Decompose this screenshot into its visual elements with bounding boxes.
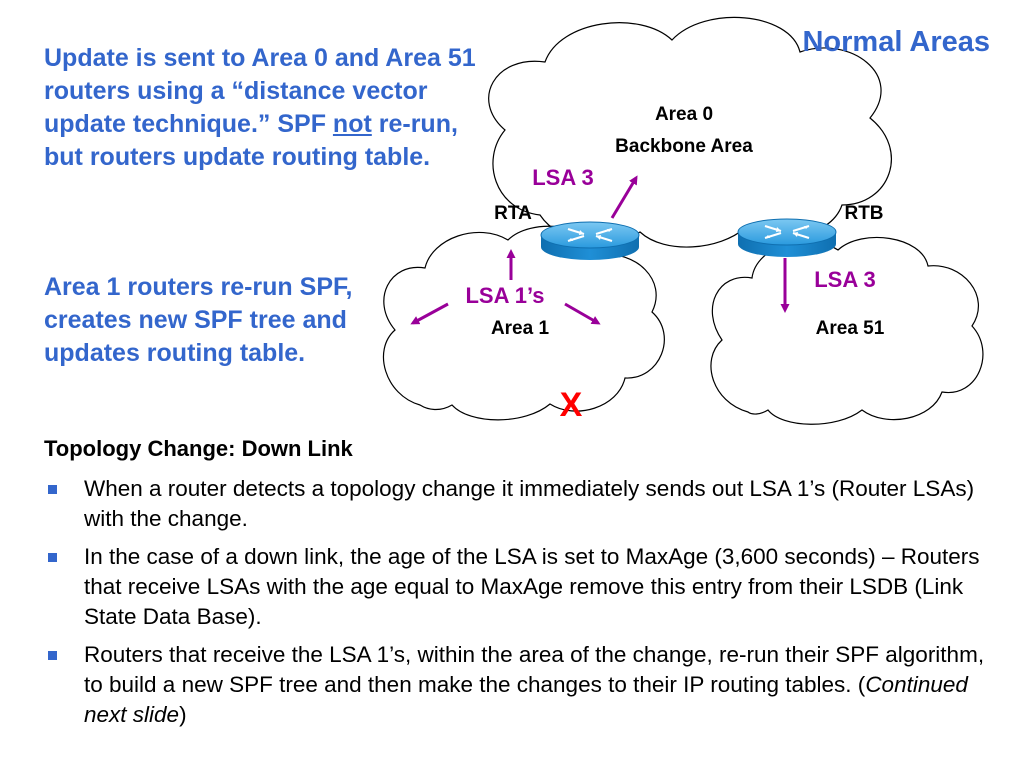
area0-label: Area 0 [655,104,713,125]
lsa3-up-arrow [610,175,638,219]
bullet-square-icon [48,651,57,660]
lsa1-right-arrow [564,302,601,325]
slide-title: Normal Areas [802,26,990,58]
lsa1-left-arrow [410,302,449,325]
area1-label: Area 1 [491,318,550,339]
bullet-square-icon [48,485,57,494]
lsa3-right-label: LSA 3 [814,267,876,292]
lsa-arrows [410,175,790,325]
bullet-text: Routers that receive the LSA 1’s, within… [84,642,985,697]
area1-note: Area 1 routers re-run SPF, creates new S… [44,273,353,367]
bullet-list: When a router detects a topology change … [44,474,1004,738]
bullet-text: In the case of a down link, the age of t… [84,544,980,629]
bullet-item: In the case of a down link, the age of t… [44,542,1004,632]
update-note-part1: Update is sent to Area 0 and Area 51 rou… [44,44,476,138]
update-note-part2: re-run, but routers update routing table… [44,110,458,171]
lsa3-top-label: LSA 3 [532,165,594,190]
section-heading: Topology Change: Down Link [44,436,353,461]
bullet-tail-text: ) [179,702,187,727]
bullet-italic-text: Continued next slide [84,672,968,727]
area51-cloud [710,236,984,425]
down-link-mark: X [560,386,583,424]
bullet-item: Routers that receive the LSA 1’s, within… [44,640,1004,730]
rta-label: RTA [494,203,532,224]
update-note: Update is sent to Area 0 and Area 51 rou… [44,42,484,174]
router-rtb-icon [737,218,837,257]
bullet-item: When a router detects a topology change … [44,474,1004,534]
bullet-square-icon [48,553,57,562]
bullet-text: When a router detects a topology change … [84,476,975,531]
area1-cloud [382,225,665,421]
area0-cloud [488,16,892,248]
area0-subtitle: Backbone Area [615,136,753,157]
router-rta-icon [540,221,640,260]
lsa1-label: LSA 1’s [465,283,544,308]
rtb-label: RTB [844,203,883,224]
area51-label: Area 51 [816,318,885,339]
update-note-underlined: not [332,110,372,138]
ospf-area-diagram: Area 0 Backbone Area Area 1 Area 51 RTA … [382,16,984,425]
